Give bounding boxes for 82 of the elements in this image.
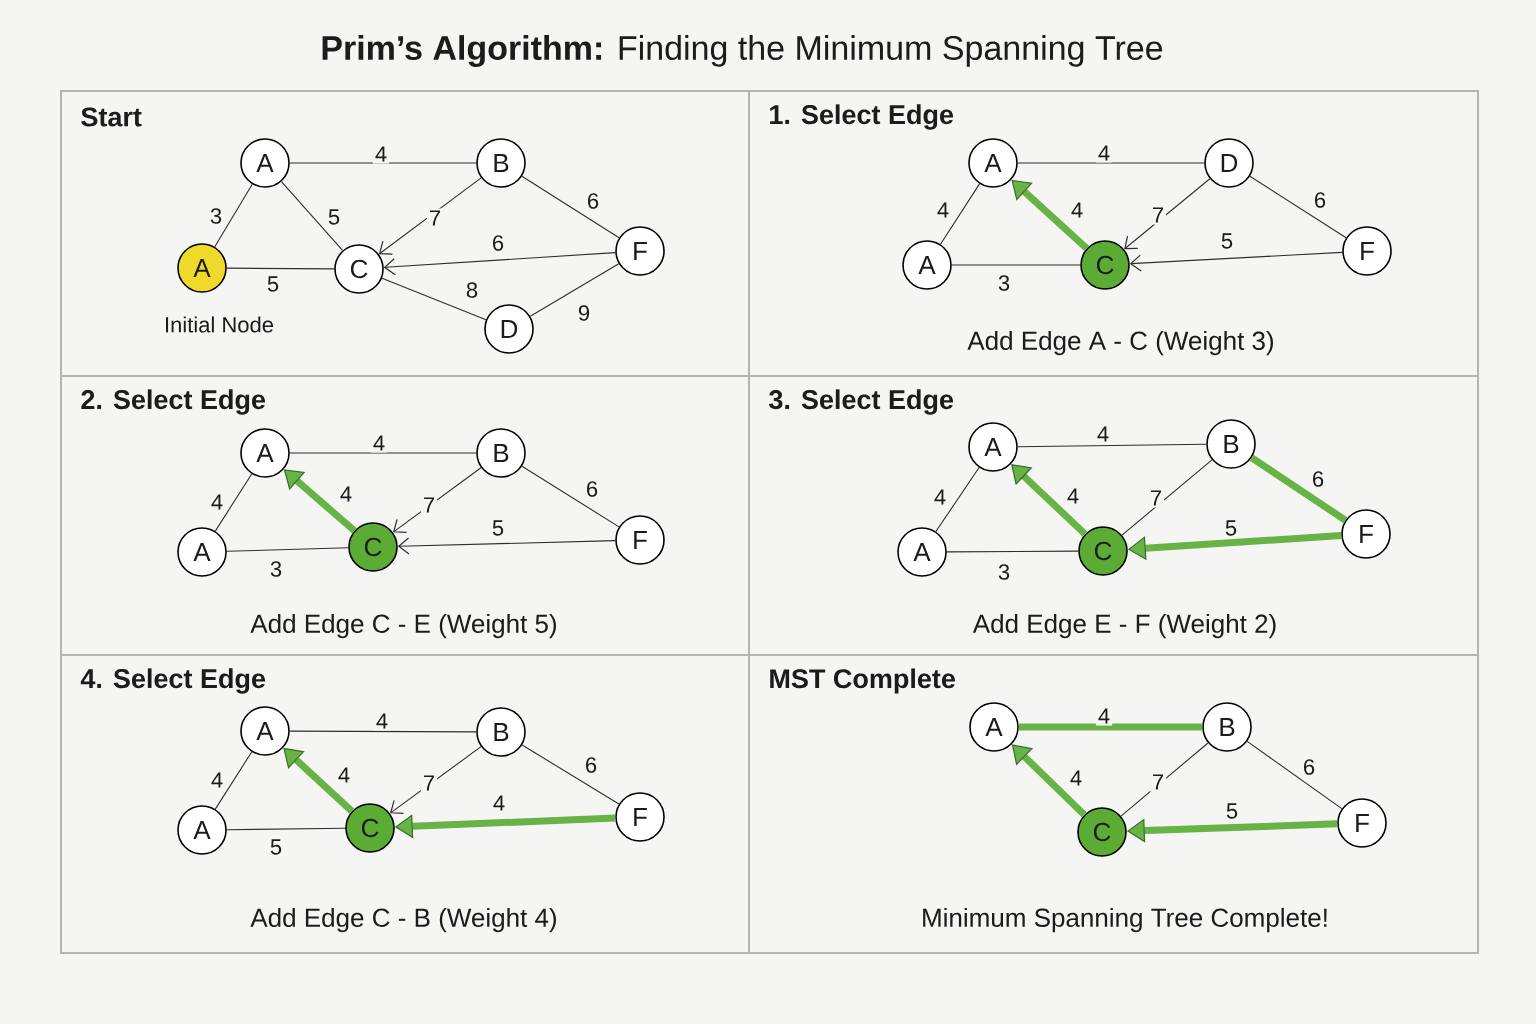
title: Prim’s Algorithm: Finding the Minimum Spanning Tree xyxy=(322,35,1163,67)
graph-node: A xyxy=(240,428,290,478)
graph-node: B xyxy=(1206,419,1256,469)
graph-node: D xyxy=(1204,138,1254,188)
edge-line xyxy=(226,547,349,552)
edge-line xyxy=(280,181,344,251)
arrow xyxy=(283,747,355,814)
arrow xyxy=(378,177,482,255)
edge-line xyxy=(935,467,980,532)
graph-node: A xyxy=(897,527,947,577)
graph-node: C xyxy=(1078,526,1128,576)
graph-node: D xyxy=(484,304,534,354)
edge-line xyxy=(1017,443,1207,448)
step-caption: Minimum Spanning Tree Complete! xyxy=(923,907,1327,933)
graph-node: A xyxy=(177,805,227,855)
graph-node: F xyxy=(615,792,665,842)
arrow xyxy=(1124,178,1211,250)
arrow xyxy=(283,469,357,534)
graph-node: B xyxy=(1202,702,1252,752)
edge-line xyxy=(289,730,477,733)
arrow xyxy=(1011,464,1088,537)
graph-node: A xyxy=(177,243,227,293)
graph-node: F xyxy=(1337,798,1387,848)
edge-line xyxy=(946,550,1079,553)
arrow xyxy=(393,467,482,533)
edge-line xyxy=(1246,740,1343,810)
graph-node: C xyxy=(1077,807,1127,857)
panel-heading: MST Complete xyxy=(770,668,955,694)
graph-node: C xyxy=(345,803,395,853)
edge-line xyxy=(1017,162,1205,164)
edge-line xyxy=(521,744,620,805)
edge-line xyxy=(1249,175,1347,239)
edge-line xyxy=(226,827,346,831)
arrow xyxy=(1011,744,1087,818)
panel-heading: 2. Select Edge xyxy=(81,389,266,415)
edge-line xyxy=(951,264,1081,266)
graph-node: A xyxy=(902,240,952,290)
edge-line xyxy=(214,473,253,532)
panel-heading: 1. Select Edge xyxy=(770,104,954,130)
edge-line xyxy=(1018,723,1203,731)
graph-node: A xyxy=(240,706,290,756)
graph-node: B xyxy=(476,707,526,757)
edge-line xyxy=(1121,459,1213,536)
graph-node: A xyxy=(968,138,1018,188)
edge-line xyxy=(289,162,477,164)
graph-node: C xyxy=(334,244,384,294)
node-caption: Initial Node xyxy=(166,316,273,333)
edge-line xyxy=(939,183,981,245)
step-caption: Add Edge E - F (Weight 2) xyxy=(972,613,1276,639)
graph-node: A xyxy=(968,422,1018,472)
graph-node: F xyxy=(1341,509,1391,559)
arrow xyxy=(1129,251,1343,272)
graph-node: A xyxy=(177,527,227,577)
arrow xyxy=(390,746,482,814)
panel-heading: Start xyxy=(81,107,142,127)
edge-line xyxy=(214,183,253,248)
panel-heading: 3. Select Edge xyxy=(769,389,954,415)
graph-node: F xyxy=(615,515,665,565)
graph-node: C xyxy=(1080,240,1130,290)
graph-node: F xyxy=(1342,226,1392,276)
edge-line xyxy=(289,452,477,454)
edge-line xyxy=(1120,742,1209,817)
graph-node: B xyxy=(476,428,526,478)
arrow xyxy=(397,537,616,555)
edge-line xyxy=(381,277,487,321)
step-caption: Add Edge C - E (Weight 5) xyxy=(250,613,556,639)
edge-line xyxy=(226,267,335,270)
arrow xyxy=(383,252,616,276)
edge-line xyxy=(214,751,253,810)
graph-node: F xyxy=(615,226,665,276)
edge-line xyxy=(1249,454,1348,524)
edge-line xyxy=(521,175,620,239)
graph-node: C xyxy=(348,522,398,572)
step-caption: Add Edge C - B (Weight 4) xyxy=(250,907,556,933)
graph-node: B xyxy=(476,138,526,188)
graph-node: A xyxy=(969,702,1019,752)
panel-heading: 4. Select Edge xyxy=(80,668,266,694)
graph-node: A xyxy=(240,138,290,188)
step-caption: Add Edge A - C (Weight 3) xyxy=(967,330,1273,356)
arrow xyxy=(1011,179,1090,251)
edge-line xyxy=(529,263,620,317)
edge-line xyxy=(521,465,620,528)
